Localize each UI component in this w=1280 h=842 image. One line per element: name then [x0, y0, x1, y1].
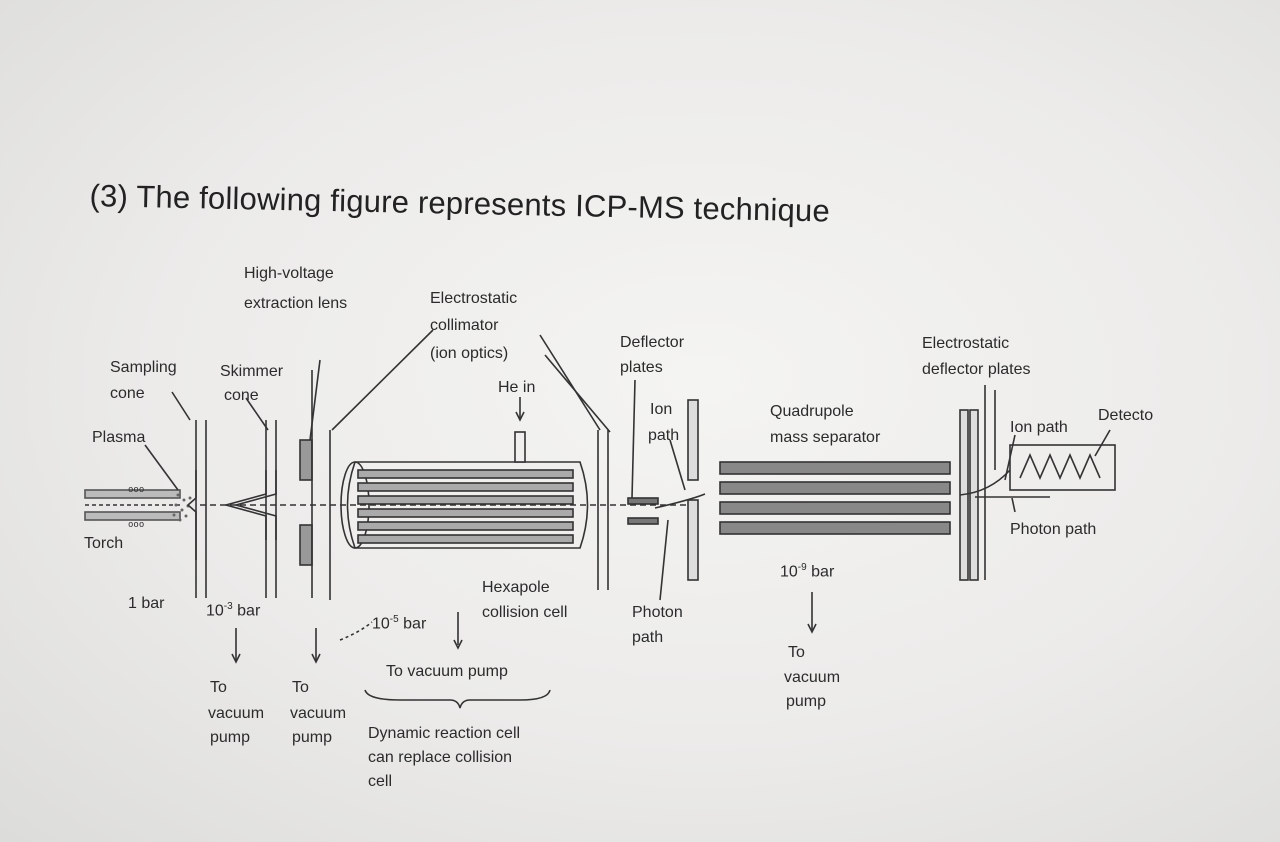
svg-text:ooo: ooo — [128, 520, 144, 530]
to-vacuum-pump-center: To vacuum pump — [386, 663, 508, 680]
pump-label-right: pump — [786, 693, 827, 710]
extraction-lens — [299, 370, 313, 598]
he-in-label: He in — [498, 379, 536, 396]
pressure-10-3: 10-3 bar — [206, 601, 261, 620]
pressure-10-9: 10-9 bar — [780, 562, 835, 581]
to-label-right: To — [788, 644, 805, 661]
detector — [1009, 444, 1116, 491]
photon-path-label-1: Photon — [632, 604, 683, 621]
quadrupole-mass-separator — [719, 461, 951, 535]
detector-label: Detecto — [1098, 407, 1154, 424]
drc-label-1: Dynamic reaction cell — [368, 725, 521, 742]
ion-path-right-label: Ion path — [1010, 419, 1068, 436]
skimmer-label-2: cone — [224, 387, 259, 404]
pump-label-2: pump — [292, 729, 333, 746]
hv-lens-label-2: extraction lens — [244, 295, 348, 312]
hv-lens-label-1: High-voltage — [244, 265, 334, 282]
torch: ooo ooo — [84, 485, 181, 530]
deflector-label-2: plates — [620, 359, 663, 376]
photon-path-right-label: Photon path — [1010, 521, 1097, 538]
deflector-label-1: Deflector — [620, 334, 685, 351]
deflector-plates — [597, 399, 706, 590]
sampling-label-2: cone — [110, 385, 145, 402]
svg-text:ooo: ooo — [128, 485, 144, 495]
quadrupole-label-1: Quadrupole — [770, 403, 854, 420]
skimmer-label-1: Skimmer — [220, 363, 284, 380]
electrostatic-deflector-plates — [959, 385, 1050, 581]
elec-deflector-label-1: Electrostatic — [922, 335, 1010, 352]
collimator-label-3: (ion optics) — [430, 345, 509, 362]
vacuum-label-2: vacuum — [290, 705, 347, 722]
quadrupole-label-2: mass separator — [770, 429, 881, 446]
pressure-1bar: 1 bar — [128, 595, 165, 612]
collimator-label-2: collimator — [430, 317, 499, 334]
vacuum-label-1: vacuum — [208, 705, 265, 722]
sampling-label-1: Sampling — [110, 359, 177, 376]
skimmer-cone — [222, 420, 277, 598]
sampling-cone — [186, 420, 207, 598]
plasma-plume — [172, 493, 192, 522]
ion-path-label-1: Ion — [650, 401, 673, 418]
drc-label-2: can replace collision — [368, 749, 513, 766]
vacuum-label-right: vacuum — [784, 669, 841, 686]
collimator-label-1: Electrostatic — [430, 290, 518, 307]
plasma-label: Plasma — [92, 429, 146, 446]
hexapole-collision-cell — [340, 431, 589, 549]
ion-path-label-2: path — [648, 427, 680, 444]
to-label-2: To — [292, 679, 309, 696]
torch-label: Torch — [84, 535, 124, 552]
to-label-1: To — [210, 679, 227, 696]
hexapole-label-1: Hexapole — [482, 579, 550, 596]
photon-path-label-2: path — [632, 629, 664, 646]
pump-label-1: pump — [210, 729, 251, 746]
elec-deflector-label-2: deflector plates — [922, 361, 1031, 378]
drc-label-3: cell — [368, 773, 393, 790]
hexapole-label-2: collision cell — [482, 604, 568, 621]
pressure-10-5: 10-5 bar — [372, 614, 427, 633]
